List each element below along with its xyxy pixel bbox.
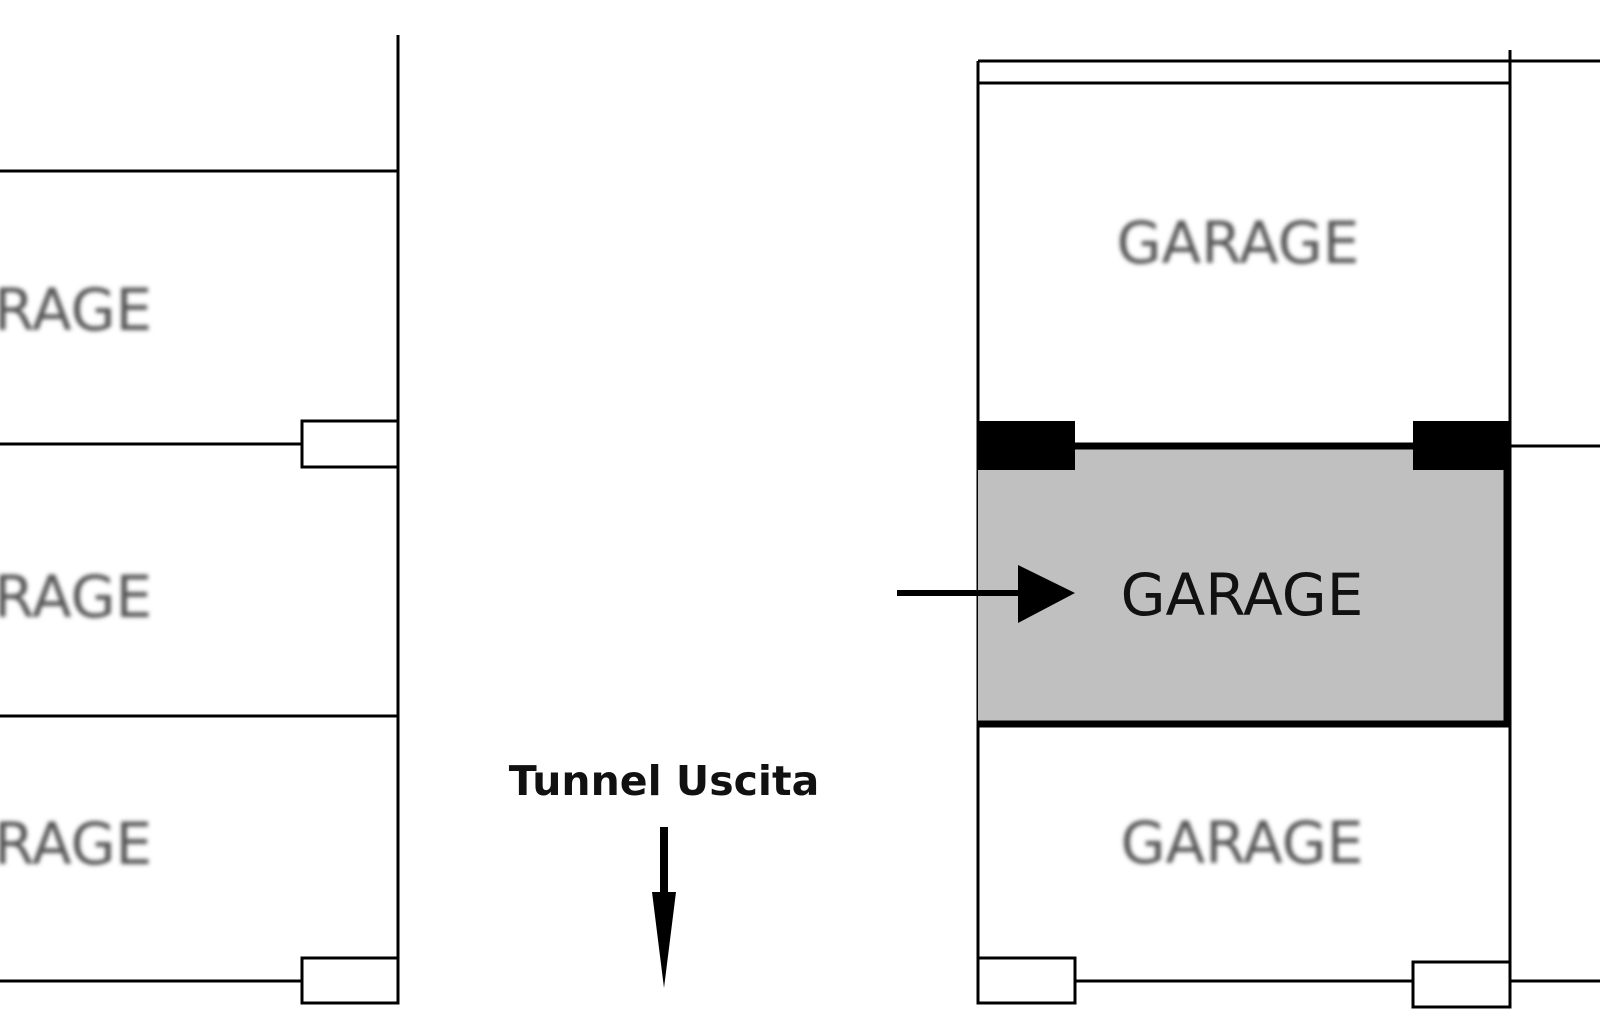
left-pillar-middle (300, 419, 400, 469)
right-garage-label-bottom: GARAGE (1121, 809, 1364, 877)
highlighted-garage-label: GARAGE (1121, 561, 1364, 629)
right-pillar-bottom-left (976, 956, 1077, 1005)
tunnel-exit: Tunnel Uscita (509, 757, 819, 988)
arrow-right-icon (897, 565, 1075, 623)
arrow-down-icon (652, 827, 676, 988)
right-pillar-bottom-right (1411, 960, 1512, 1009)
left-garage-label-1: RAGE (0, 276, 152, 344)
right-garage-column: GARAGE GARAGE GARAGE (897, 50, 1600, 1009)
highlighted-pillar-right (1413, 421, 1510, 470)
highlighted-garage[interactable] (978, 446, 1504, 724)
left-pillar-bottom (300, 956, 400, 1005)
left-garage-label-2: RAGE (0, 563, 152, 631)
left-garage-column: RAGE RAGE RAGE (0, 35, 400, 1005)
right-garage-label-top: GARAGE (1117, 209, 1360, 277)
left-garage-label-3: RAGE (0, 810, 152, 878)
tunnel-exit-label: Tunnel Uscita (509, 757, 819, 805)
highlighted-pillar-left (978, 421, 1075, 470)
